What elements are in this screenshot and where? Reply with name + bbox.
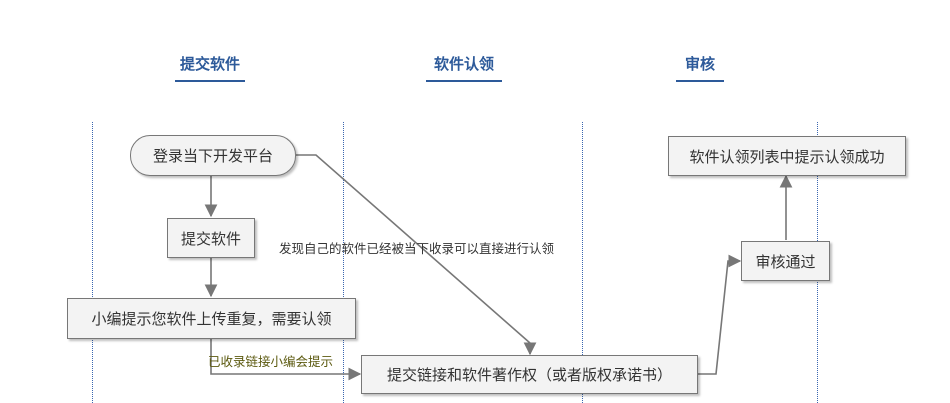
node-login: 登录当下开发平台 [130,135,296,176]
node-submit-software: 提交软件 [167,218,255,258]
edge-links-to-review [698,254,742,375]
edge-label-found-included: 发现自己的软件已经被当下收录可以直接进行认领 [279,241,555,256]
edge-prompt-to-links [210,339,362,381]
edge-login-to-links [296,154,537,356]
lane-divider-1 [92,122,93,403]
edge-label-already-included: 已收录链接小编会提示 [208,354,334,369]
lane-header-review: 审核 [676,53,724,82]
lane-header-claim: 软件认领 [426,53,502,82]
node-submit-links: 提交链接和软件著作权（或者版权承诺书） [361,355,698,394]
node-success-prompt: 软件认领列表中提示认领成功 [668,136,906,176]
node-review-passed: 审核通过 [741,241,830,281]
lane-divider-2 [343,122,344,403]
lane-divider-3 [582,122,583,403]
lane-header-submit: 提交软件 [175,53,245,82]
node-editor-prompt: 小编提示您软件上传重复，需要认领 [67,298,356,339]
